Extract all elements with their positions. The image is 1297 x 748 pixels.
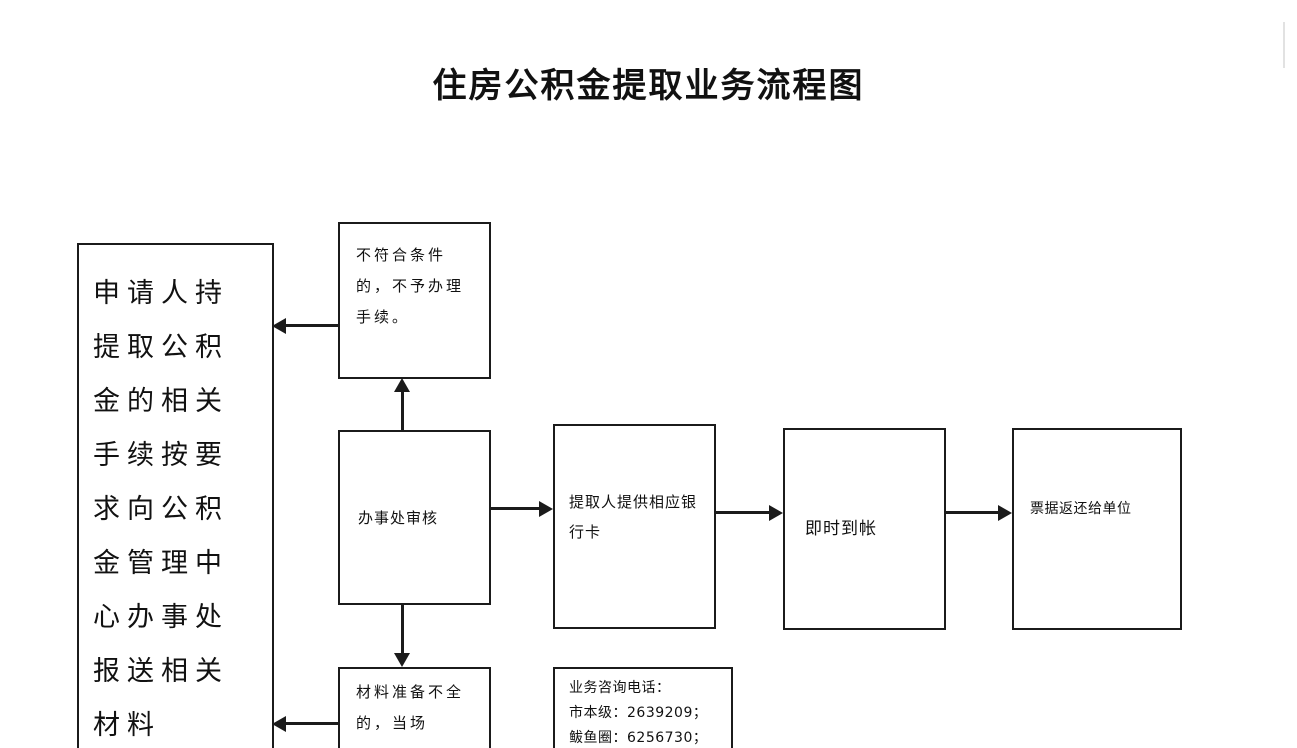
node-incomplete-materials-label: 材料准备不全的，当场 <box>356 683 465 732</box>
node-service-phone-info[interactable]: 业务咨询电话： 市本级：2639209； 鲅鱼圈：6256730； <box>553 667 733 748</box>
connector-card-to-arrive <box>716 511 771 514</box>
connector-arrive-to-return <box>946 511 1000 514</box>
arrowhead-arrive-to-return <box>998 505 1012 521</box>
connector-review-to-incomplete <box>401 605 404 653</box>
node-provide-bank-card[interactable]: 提取人提供相应银行卡 <box>553 424 716 629</box>
node-instant-arrival[interactable]: 即时到帐 <box>783 428 946 630</box>
node-receipt-returned-to-employer-label: 票据返还给单位 <box>1030 501 1132 517</box>
node-office-review[interactable]: 办事处审核 <box>338 430 491 605</box>
arrowhead-card-to-arrive <box>769 505 783 521</box>
node-applicant-submits-materials[interactable]: 申请人持提取公积金的相关手续按要求向公积金管理中心办事处报送相关材料 <box>77 243 274 748</box>
scan-artifact <box>1283 22 1285 68</box>
node-not-eligible-label: 不符合条件的，不予办理手续。 <box>356 246 465 326</box>
arrowhead-review-to-reject <box>394 378 410 392</box>
node-service-phone-info-label: 业务咨询电话： 市本级：2639209； 鲅鱼圈：6256730； <box>569 680 708 746</box>
arrowhead-review-to-card <box>539 501 553 517</box>
connector-review-to-card <box>491 507 541 510</box>
node-applicant-submits-materials-label: 申请人持提取公积金的相关手续按要求向公积金管理中心办事处报送相关材料 <box>93 277 229 741</box>
connector-incomplete-to-apply <box>285 722 340 725</box>
node-incomplete-materials[interactable]: 材料准备不全的，当场 <box>338 667 491 748</box>
page-title: 住房公积金提取业务流程图 <box>432 66 865 106</box>
connector-review-to-reject <box>401 390 404 432</box>
arrowhead-incomplete-to-apply <box>272 716 286 732</box>
node-not-eligible[interactable]: 不符合条件的，不予办理手续。 <box>338 222 491 379</box>
node-receipt-returned-to-employer[interactable]: 票据返还给单位 <box>1012 428 1182 630</box>
node-office-review-label: 办事处审核 <box>358 508 439 527</box>
arrowhead-reject-to-apply <box>272 318 286 334</box>
connector-reject-to-apply <box>285 324 340 327</box>
node-instant-arrival-label: 即时到帐 <box>805 519 877 539</box>
arrowhead-review-to-incomplete <box>394 653 410 667</box>
node-provide-bank-card-label: 提取人提供相应银行卡 <box>569 492 698 541</box>
